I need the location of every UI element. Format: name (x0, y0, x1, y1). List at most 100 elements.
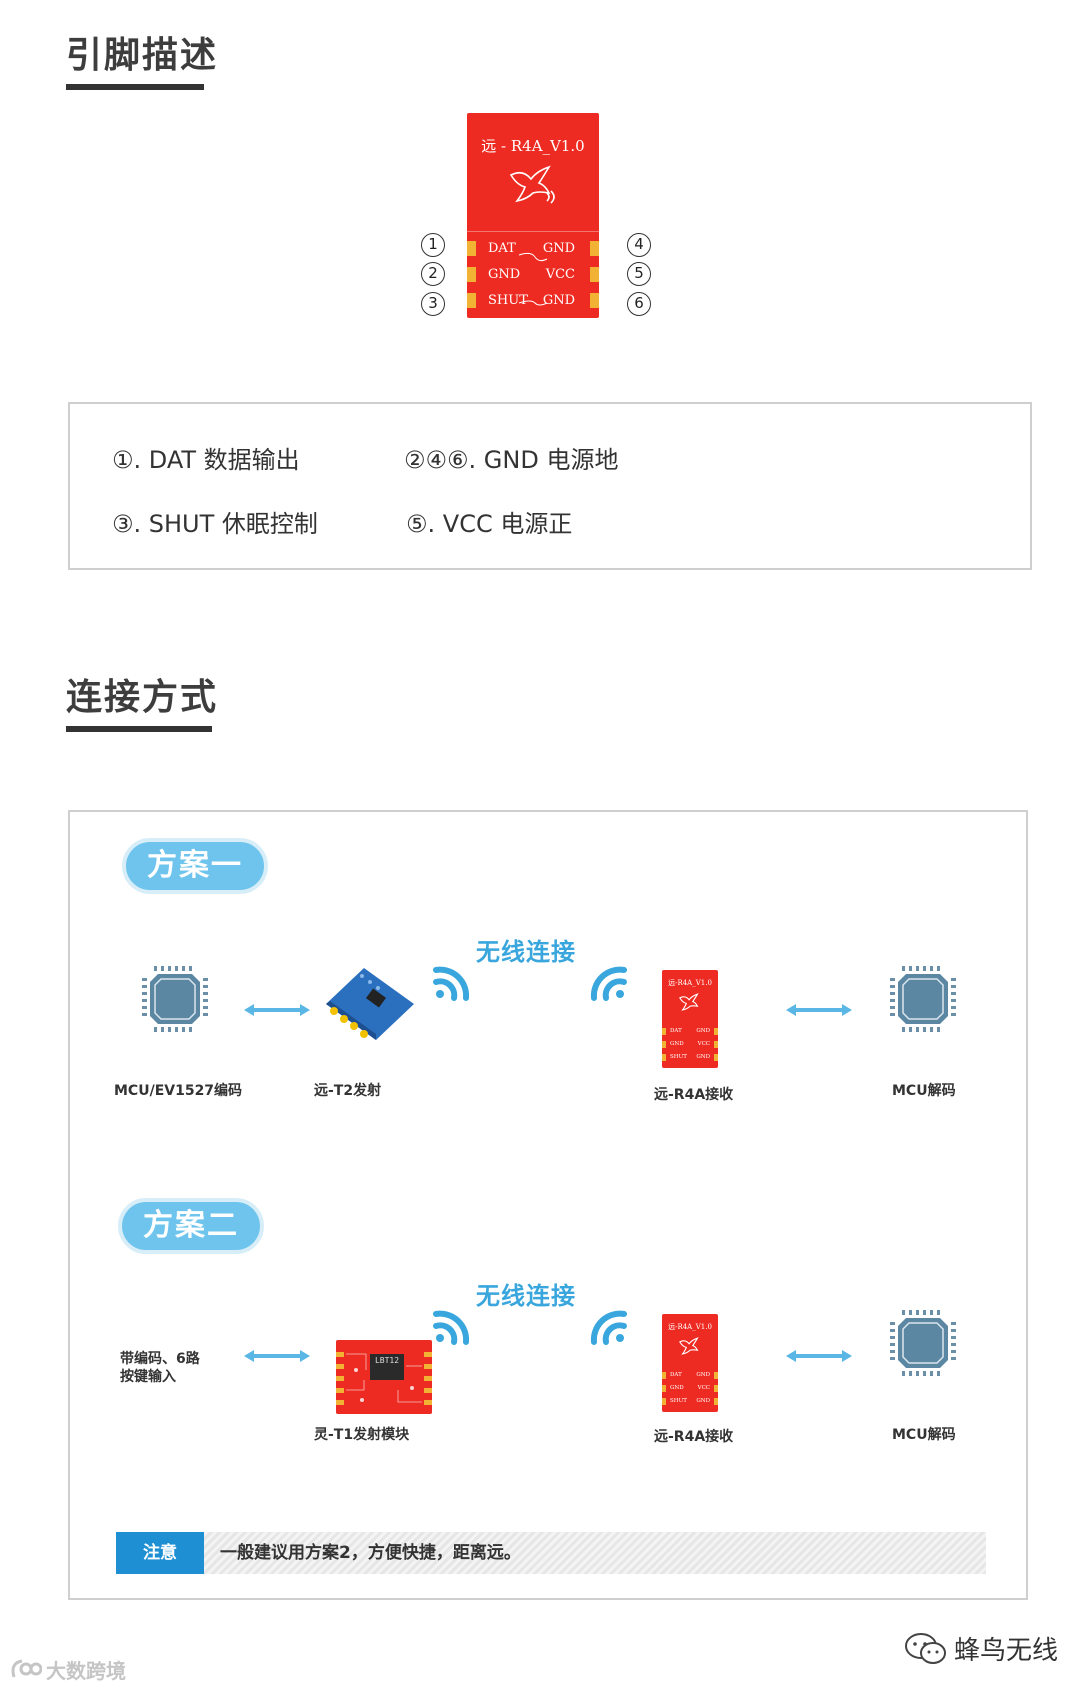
pin-description-box: ①. DAT 数据输出 ②④⑥. GND 电源地 ③. SHUT 休眠控制 ⑤.… (68, 402, 1032, 570)
pin-row-1: DAT GND (467, 241, 599, 259)
note-text: 一般建议用方案2，方便快捷，距离远。 (220, 1543, 521, 1563)
r4a-receiver-module-2: 远-R4A_V1.0 DAT GND GND VCC SHUT GND (662, 1314, 718, 1412)
section-title-text: 连接方式 (66, 677, 219, 718)
t1-chip-label: LBT12 (374, 1356, 400, 1365)
t1-transmitter-module: LBT12 (336, 1340, 432, 1414)
hummingbird-icon (509, 165, 555, 204)
hummingbird-icon (678, 993, 699, 1011)
bidirectional-arrow-icon (244, 1004, 310, 1016)
wifi-left-icon (433, 1310, 470, 1345)
title-underline (66, 84, 204, 90)
pin-label-gnd-2: GND (488, 267, 521, 282)
desc-gnd: ②④⑥. GND 电源地 (404, 446, 619, 474)
note-bar: 注意 一般建议用方案2，方便快捷，距离远。 (116, 1532, 986, 1574)
brand-name-right: 蜂鸟无线 (953, 1636, 1058, 1666)
connection-schemes-box: 方案一 无线连接 MCU/EV1527编码 远-T2发射 远-R4A_V1.0 (68, 810, 1028, 1600)
caption-mcu-decode-1: MCU解码 (892, 1083, 956, 1099)
title-underline (66, 726, 212, 732)
small-module-label: 远-R4A_V1.0 (668, 1323, 712, 1331)
mcu-chip-icon (890, 966, 956, 1032)
trace-lines (518, 252, 548, 306)
note-tag: 注意 (116, 1532, 204, 1574)
wifi-left-icon (433, 966, 470, 1001)
bidirectional-arrow-icon (244, 1350, 310, 1362)
pad (714, 1372, 718, 1379)
pad (662, 1054, 666, 1061)
desc-vcc: ⑤. VCC 电源正 (406, 510, 573, 538)
pin-label-gnd-4: GND (542, 241, 575, 256)
t1-module-traces (336, 1352, 432, 1405)
caption-t1: 灵-T1发射模块 (314, 1427, 410, 1443)
brand-watermark-right: 蜂鸟无线 (904, 1630, 1058, 1667)
r4a-receiver-module-1: 远-R4A_V1.0 DAT GND GND VCC SHUT GND (662, 970, 718, 1068)
small-module-label: 远-R4A_V1.0 (668, 979, 712, 987)
caption-r4a-receive-2: 远-R4A接收 (654, 1429, 734, 1445)
wireless-label-1: 无线连接 (476, 938, 576, 966)
r4a-module-illustration: 远 - R4A_V1.0 DAT GND GND VCC SHUT GND (467, 113, 599, 318)
pin-label-dat: DAT (670, 1372, 682, 1378)
pin-label-gnd: GND (670, 1041, 684, 1047)
pad (714, 1385, 718, 1392)
pad-2 (467, 267, 476, 282)
pin-label-vcc: VCC (545, 267, 575, 282)
pin-row-2: GND VCC (467, 267, 599, 285)
wifi-right-icon (590, 966, 627, 1001)
caption-input-line1: 带编码、6路 (120, 1351, 200, 1367)
pin-number-6: 6 (627, 292, 651, 316)
pin-label-shut: SHUT (670, 1054, 687, 1060)
bidirectional-arrow-icon (786, 1350, 852, 1362)
caption-r4a-receive-1: 远-R4A接收 (654, 1087, 734, 1103)
section-title-text: 引脚描述 (66, 35, 219, 76)
caption-t2: 远-T2发射 (314, 1083, 382, 1099)
wechat-icon (904, 1632, 946, 1664)
desc-dat: ①. DAT 数据输出 (112, 446, 300, 474)
bidirectional-arrow-icon (786, 1004, 852, 1016)
pad-4 (590, 241, 599, 256)
pin-row-3: SHUT GND (467, 293, 599, 311)
module-label: 远 - R4A_V1.0 (481, 137, 585, 155)
pin-label-dat: DAT (670, 1028, 682, 1034)
pin-row-1: DAT GND (662, 1372, 718, 1380)
pin-label-shut: SHUT (488, 293, 528, 308)
pad-6 (590, 293, 599, 308)
pin-label-dat: DAT (488, 241, 516, 256)
pin-label-gnd: GND (670, 1385, 684, 1391)
hummingbird-icon (678, 1337, 699, 1355)
pad (662, 1041, 666, 1048)
pin-label-gnd: GND (696, 1028, 710, 1034)
desc-shut: ③. SHUT 休眠控制 (112, 510, 318, 538)
t1-chip: LBT12 (370, 1354, 404, 1380)
brand-name-left: 大数跨境 (46, 1659, 126, 1683)
section-title-connection: 连接方式 (66, 668, 218, 732)
wifi-right-icon (590, 1310, 627, 1345)
scheme-1-label: 方案一 (122, 838, 268, 894)
pin-row-3: SHUT GND (662, 1398, 718, 1406)
pin-number-3: 3 (421, 292, 445, 316)
scheme-2-label: 方案二 (118, 1198, 264, 1254)
caption-mcu-encode: MCU/EV1527编码 (114, 1083, 243, 1099)
pin-number-4: 4 (627, 233, 651, 257)
pin-label-gnd: GND (696, 1054, 710, 1060)
pin-row-2: GND VCC (662, 1385, 718, 1393)
t2-transmitter-module (326, 968, 414, 1040)
pin-row-3: SHUT GND (662, 1054, 718, 1062)
pin-number-1: 1 (421, 233, 445, 257)
pad (714, 1028, 718, 1035)
brand-watermark-left: 大数跨境 (8, 1655, 126, 1684)
pad (714, 1041, 718, 1048)
pad (662, 1398, 666, 1405)
caption-input-line2: 按键输入 (120, 1369, 176, 1385)
pad (714, 1398, 718, 1405)
pin-row-2: GND VCC (662, 1041, 718, 1049)
pad-5 (590, 267, 599, 282)
pin-label-vcc: VCC (697, 1041, 710, 1047)
pad (662, 1028, 666, 1035)
pin-number-5: 5 (627, 262, 651, 286)
brand-logo-icon (11, 1659, 42, 1677)
pin-label-gnd: GND (696, 1372, 710, 1378)
pad-1 (467, 241, 476, 256)
pad (714, 1054, 718, 1061)
pad-3 (467, 293, 476, 308)
wireless-label-2: 无线连接 (476, 1282, 576, 1310)
pad (662, 1385, 666, 1392)
